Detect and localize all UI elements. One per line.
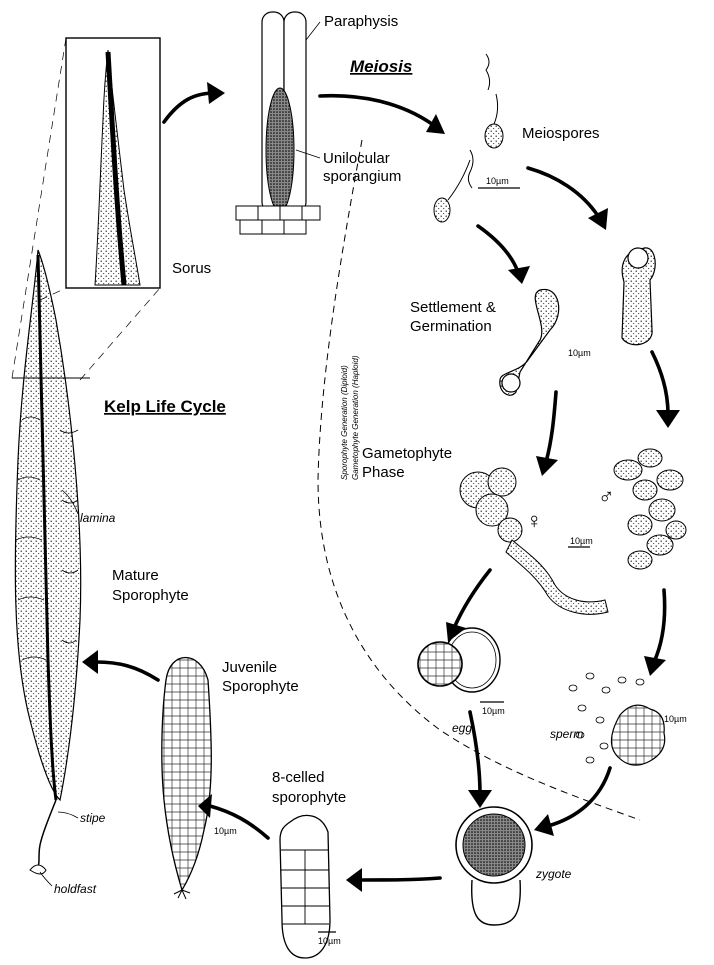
paraphysis-label: Paraphysis bbox=[324, 13, 398, 30]
meiosis-label: Meiosis bbox=[350, 57, 412, 76]
scale-juvenile: 10µm bbox=[214, 826, 237, 836]
lamina-label: lamina bbox=[80, 511, 116, 525]
egg-label: egg bbox=[452, 721, 472, 735]
female-symbol: ♀ bbox=[526, 508, 543, 533]
sorus-label: Sorus bbox=[172, 260, 211, 277]
sperm-label: sperm bbox=[550, 727, 583, 741]
diagram-title: Kelp Life Cycle bbox=[104, 397, 226, 416]
juvenile-sporophyte-drawing bbox=[162, 658, 211, 900]
holdfast-label: holdfast bbox=[54, 882, 97, 896]
egg-drawing bbox=[418, 628, 504, 702]
stipe-label: stipe bbox=[80, 811, 106, 825]
scale-germination: 10µm bbox=[568, 348, 591, 358]
unilocular-label-line1: Unilocular bbox=[323, 150, 390, 167]
sperm-drawing bbox=[569, 673, 665, 765]
meiospores-drawing bbox=[434, 54, 520, 222]
gametophyte-label-line1: Gametophyte bbox=[362, 445, 452, 462]
scale-meiospores: 10µm bbox=[486, 176, 509, 186]
mature-label-line2: Sporophyte bbox=[112, 587, 189, 604]
settlement-label-line2: Germination bbox=[410, 318, 492, 335]
male-gametophyte-drawing bbox=[614, 449, 686, 569]
gametophyte-generation-label: Gametophyte Generation (Haploid) bbox=[351, 355, 360, 480]
settlement-label-line1: Settlement & bbox=[410, 299, 496, 316]
eight-celled-label-line1: 8-celled bbox=[272, 769, 325, 786]
gametophyte-label-line2: Phase bbox=[362, 464, 405, 481]
male-symbol: ♂ bbox=[598, 484, 615, 509]
meiospores-label: Meiospores bbox=[522, 125, 600, 142]
scale-eight-celled: 10µm bbox=[318, 936, 341, 946]
unilocular-label-line2: sporangium bbox=[323, 168, 401, 185]
juvenile-label-line1: Juvenile bbox=[222, 659, 277, 676]
zygote-drawing bbox=[456, 807, 532, 925]
eight-celled-label-line2: sporophyte bbox=[272, 789, 346, 806]
zygote-label: zygote bbox=[535, 867, 572, 881]
scale-female: 10µm bbox=[570, 536, 593, 546]
sporangium-drawing bbox=[236, 12, 320, 234]
mature-label-line1: Mature bbox=[112, 567, 159, 584]
mature-sporophyte-drawing bbox=[12, 250, 90, 874]
scale-male: 10µm bbox=[664, 714, 687, 724]
sporophyte-generation-label: Sporophyte Generation (Diploid) bbox=[340, 365, 349, 480]
juvenile-label-line2: Sporophyte bbox=[222, 678, 299, 695]
scale-egg: 10µm bbox=[482, 706, 505, 716]
